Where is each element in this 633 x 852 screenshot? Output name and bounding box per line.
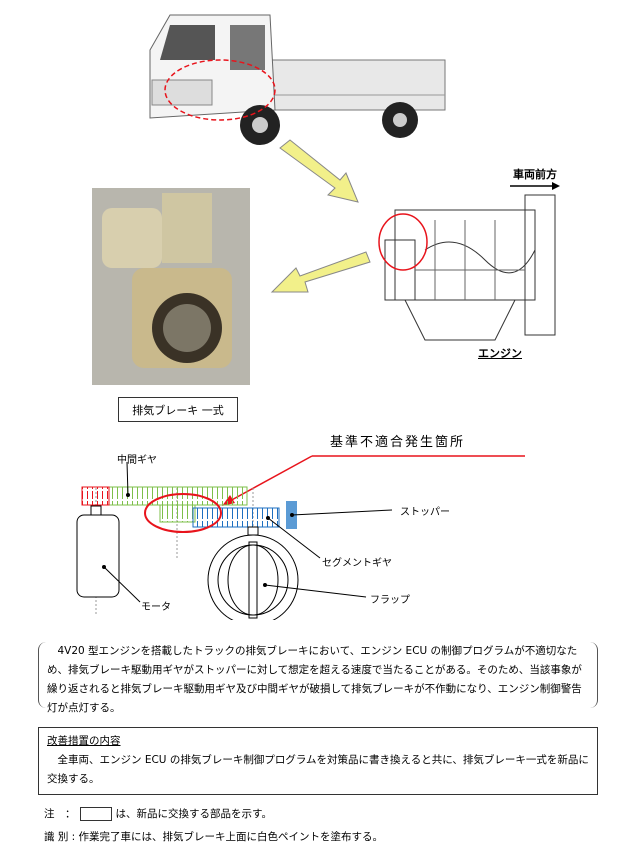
- defect-location-label: 基準不適合発生箇所: [330, 435, 466, 450]
- exhaust-brake-photo: [92, 188, 250, 385]
- identification-line: 識 別 : 作業完了車には、排気ブレーキ上面に白色ペイントを塗布する。: [44, 831, 384, 843]
- remedy-title: 改善措置の内容: [47, 735, 121, 747]
- part-label: 排気ブレーキ 一式: [132, 403, 224, 417]
- flap: [207, 534, 299, 620]
- remedy-text: 全車両、エンジン ECU の排気ブレーキ制御プログラムを対策品に書き換えると共に…: [47, 754, 589, 785]
- segment-gear-label: セグメントギヤ: [322, 558, 392, 569]
- segment-gear: [192, 507, 280, 528]
- flap-label: フラップ: [370, 595, 410, 606]
- description-text: 4V20 型エンジンを搭載したトラックの排気ブレーキにおいて、エンジン ECU …: [47, 645, 582, 714]
- truck-illustration: [149, 14, 446, 145]
- arrow-truck-to-engine: [279, 139, 359, 203]
- stopper-label: ストッパー: [400, 507, 450, 518]
- part-label-box: 排気ブレーキ 一式: [118, 397, 238, 422]
- engine-drawing: [378, 194, 556, 341]
- note-legend-box: [79, 807, 112, 821]
- note-line: 注 ： は、新品に交換する部品を示す。: [44, 806, 272, 821]
- vehicle-front-label: 車両前方: [513, 168, 557, 181]
- drive-gear: [81, 486, 110, 506]
- note-prefix: 注 ：: [44, 808, 76, 820]
- engine-label: エンジン: [478, 347, 522, 360]
- remedy-box: 改善措置の内容 全車両、エンジン ECU の排気ブレーキ制御プログラムを対策品に…: [38, 727, 598, 795]
- pointer-arrows: [270, 139, 560, 293]
- description-box: 4V20 型エンジンを搭載したトラックの排気ブレーキにおいて、エンジン ECU …: [38, 642, 598, 714]
- motor-label: モータ: [141, 602, 171, 613]
- gear-diagram: [76, 455, 525, 620]
- arrow-engine-to-part: [270, 251, 371, 293]
- intermediate-gear-label: 中間ギヤ: [117, 455, 157, 466]
- motor: [76, 514, 120, 598]
- note-text: は、新品に交換する部品を示す。: [115, 808, 272, 820]
